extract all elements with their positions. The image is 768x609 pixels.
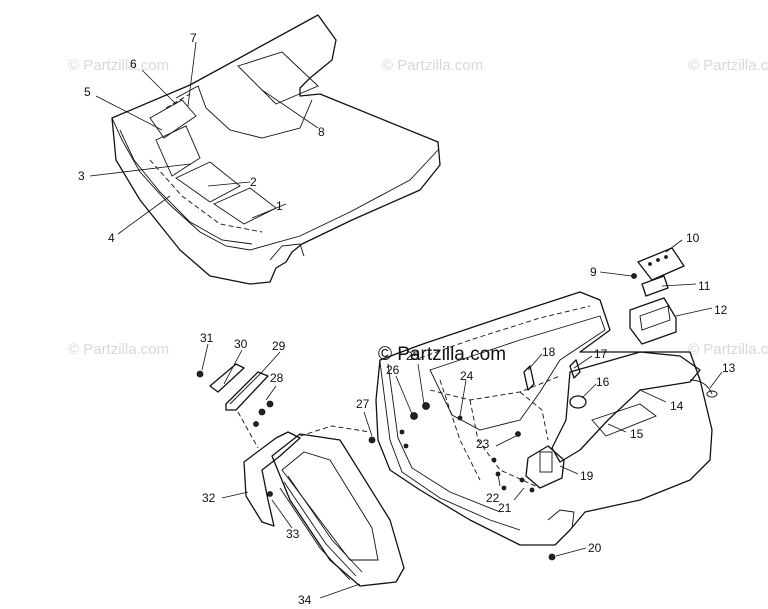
callout-19: 19 bbox=[580, 469, 594, 483]
latch-assembly bbox=[629, 247, 685, 345]
callout-11: 11 bbox=[698, 279, 711, 293]
callout-18: 18 bbox=[542, 345, 556, 359]
upper-shell-assembly bbox=[111, 14, 441, 285]
callout-15: 15 bbox=[630, 427, 644, 441]
lower-tub-assembly bbox=[368, 291, 718, 561]
callout-25: 25 bbox=[406, 349, 420, 363]
callout-24: 24 bbox=[460, 369, 474, 383]
callout-10: 10 bbox=[686, 231, 700, 245]
callout-3: 3 bbox=[78, 169, 85, 183]
callout-14: 14 bbox=[670, 399, 684, 413]
callout-2: 2 bbox=[250, 175, 257, 189]
callout-7: 7 bbox=[190, 31, 197, 45]
watermark: © Partzilla.com bbox=[68, 57, 169, 74]
callout-21: 21 bbox=[498, 501, 512, 515]
watermark: © Partzilla.com bbox=[688, 57, 768, 74]
callout-6: 6 bbox=[130, 57, 137, 71]
watermark: © Partzilla.com bbox=[382, 57, 483, 74]
callout-23: 23 bbox=[476, 437, 490, 451]
leader-lines bbox=[89, 41, 723, 599]
callouts: 1 2 3 4 5 6 7 8 9 10 11 12 13 14 15 16 1… bbox=[78, 31, 736, 607]
callout-28: 28 bbox=[270, 371, 284, 385]
callout-5: 5 bbox=[84, 85, 91, 99]
callout-26: 26 bbox=[386, 363, 400, 377]
callout-9: 9 bbox=[590, 265, 597, 279]
callout-33: 33 bbox=[286, 527, 300, 541]
callout-16: 16 bbox=[596, 375, 610, 389]
callout-8: 8 bbox=[318, 125, 325, 139]
callout-13: 13 bbox=[722, 361, 736, 375]
callout-32: 32 bbox=[202, 491, 216, 505]
callout-4: 4 bbox=[108, 231, 115, 245]
center-watermark: © Partzilla.com bbox=[378, 344, 506, 365]
callout-12: 12 bbox=[714, 303, 728, 317]
callout-17: 17 bbox=[594, 347, 608, 361]
watermark: © Partzilla.com bbox=[688, 341, 768, 358]
callout-22: 22 bbox=[486, 491, 500, 505]
bracket-assembly bbox=[196, 363, 405, 587]
watermark: © Partzilla.com bbox=[68, 341, 169, 358]
callout-1: 1 bbox=[276, 199, 283, 213]
callout-29: 29 bbox=[272, 339, 286, 353]
watermarks: © Partzilla.com © Partzilla.com © Partzi… bbox=[68, 57, 768, 358]
callout-30: 30 bbox=[234, 337, 248, 351]
callout-20: 20 bbox=[588, 541, 602, 555]
callout-31: 31 bbox=[200, 331, 214, 345]
callout-34: 34 bbox=[298, 593, 312, 607]
callout-27: 27 bbox=[356, 397, 370, 411]
